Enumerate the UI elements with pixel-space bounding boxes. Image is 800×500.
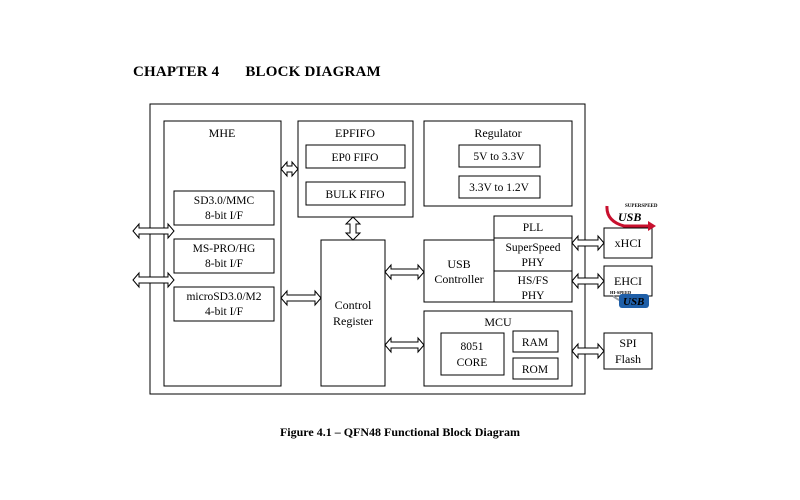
chapter-title: BLOCK DIAGRAM <box>245 64 381 80</box>
bulk-fifo-block <box>305 181 406 206</box>
ehci-label: EHCI <box>614 274 642 288</box>
arrow-ms-external <box>132 271 175 289</box>
chapter-heading: CHAPTER 4 BLOCK DIAGRAM <box>133 64 381 81</box>
superspeed-phy-label: SuperSpeed <box>506 242 561 254</box>
pll-label: PLL <box>523 222 543 234</box>
control-register-label: Control <box>335 298 372 312</box>
mcu-label: MCU <box>484 315 512 329</box>
rom-label: ROM <box>522 364 548 376</box>
arrow-mhe-control <box>280 289 322 307</box>
ms-interface-label: MS-PRO/HG <box>193 243 256 255</box>
rom-block <box>512 357 559 380</box>
arrow-control-mcu <box>384 336 425 354</box>
arrow-mcu-spi <box>571 342 605 360</box>
arrow-epfifo-control <box>344 216 362 241</box>
ram-label: RAM <box>522 337 548 349</box>
arrow-mhe-epfifo <box>280 160 299 178</box>
hispeed-logo-top: HI-SPEED <box>610 290 632 295</box>
core-8051-sublabel: CORE <box>457 357 488 369</box>
figure-caption: Figure 4.1 – QFN48 Functional Block Diag… <box>279 425 521 439</box>
ram-block <box>512 330 559 353</box>
ep0-fifo-block <box>305 144 406 169</box>
superspeed-logo-mark: USB <box>618 210 641 224</box>
hsfs-phy-label: HS/FS <box>518 275 549 287</box>
regulator-3v3-label: 3.3V to 1.2V <box>469 182 530 194</box>
sd-interface-block <box>173 190 275 226</box>
hsfs-phy-block <box>493 270 573 303</box>
ehci-block <box>603 265 653 297</box>
arrow-phy-ehci <box>571 272 605 290</box>
sd-interface-label: SD3.0/MMC <box>194 195 255 207</box>
regulator-5v-block <box>458 144 541 168</box>
regulator-3v3-block <box>458 175 541 199</box>
epfifo-label: EPFIFO <box>335 126 375 140</box>
superspeed-phy-sublabel: PHY <box>521 257 545 269</box>
spi-flash-sublabel: Flash <box>615 352 641 366</box>
mhe-label: MHE <box>209 126 236 140</box>
chapter-number: CHAPTER 4 <box>133 64 220 80</box>
xhci-block <box>603 227 653 259</box>
ms-interface-block <box>173 238 275 274</box>
superspeed-logo-top: SUPERSPEED <box>625 204 658 209</box>
microsd-interface-block <box>173 286 275 322</box>
bulk-fifo-label: BULK FIFO <box>325 189 384 201</box>
arrow-phy-xhci <box>571 234 605 252</box>
usb-controller-label: USB <box>447 257 470 271</box>
core-8051-label: 8051 <box>461 341 484 353</box>
xhci-label: xHCI <box>615 236 642 250</box>
ms-interface-sublabel: 8-bit I/F <box>205 258 243 270</box>
regulator-5v-label: 5V to 3.3V <box>473 151 525 163</box>
sd-interface-sublabel: 8-bit I/F <box>205 210 243 222</box>
spi-flash-label: SPI <box>619 336 636 350</box>
ep0-fifo-label: EP0 FIFO <box>332 152 379 164</box>
hispeed-usb-logo: HI-SPEED USB <box>610 290 649 308</box>
arrow-sd-external <box>132 222 175 240</box>
usb-controller-sublabel: Controller <box>434 272 483 286</box>
microsd-interface-label: microSD3.0/M2 <box>186 291 261 303</box>
superspeed-usb-logo: SUPERSPEED USB <box>605 204 658 231</box>
hispeed-logo-mark: USB <box>623 296 644 308</box>
control-register-block <box>320 239 386 387</box>
superspeed-phy-block <box>493 237 573 272</box>
regulator-label: Regulator <box>474 126 521 140</box>
control-register-sublabel: Register <box>333 314 373 328</box>
arrow-control-usb <box>384 263 425 281</box>
microsd-interface-sublabel: 4-bit I/F <box>205 306 243 318</box>
core-8051-block <box>440 332 505 376</box>
hsfs-phy-sublabel: PHY <box>521 290 545 302</box>
